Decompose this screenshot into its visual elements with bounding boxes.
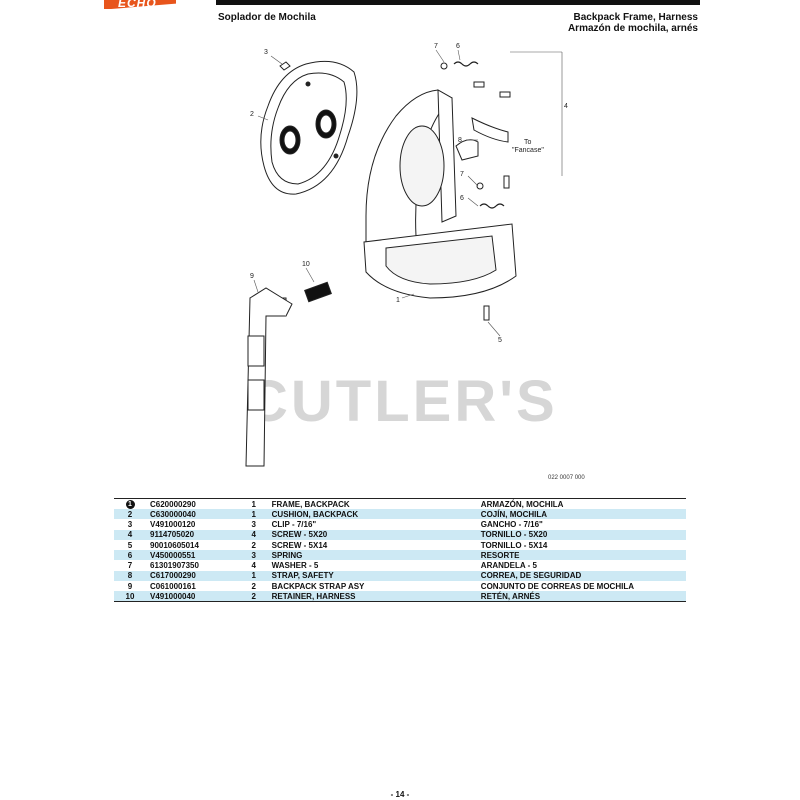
- callout-9: 9: [250, 273, 254, 280]
- ref-cell: 7: [127, 561, 133, 571]
- exploded-parts-diagram: 3 2 7 6 4 8 To "Fancase" 7 6 1 5 9 10: [245, 43, 568, 467]
- frame-illustration: [363, 89, 517, 299]
- cushion-illustration: [260, 60, 358, 195]
- callout-8: 8: [458, 137, 462, 144]
- description-es-cell: ARANDELA - 5: [480, 561, 537, 571]
- callout-6-bottom: 6: [460, 195, 464, 202]
- quantity-cell: 4: [251, 561, 256, 571]
- callout-labels: 3 2 7 6 4 8 To "Fancase" 7 6 1 5 9 10: [250, 43, 568, 344]
- description-es-cell: GANCHO - 7/16": [480, 519, 543, 529]
- header-bar: [216, 0, 700, 5]
- part-number-cell: V491000040: [146, 591, 240, 603]
- echo-logo: ECHO: [104, 0, 176, 9]
- title-right-line1: Backpack Frame, Harness: [573, 12, 698, 23]
- callout-6-top: 6: [456, 43, 460, 50]
- ref-cell: 9: [127, 581, 133, 591]
- description-en-cell: BACKPACK STRAP ASY: [271, 581, 365, 591]
- ref-cell: 3: [127, 519, 133, 529]
- to-fancase-line2: "Fancase": [512, 147, 544, 154]
- description-en-cell: FRAME, BACKPACK: [267, 498, 477, 509]
- table-row: 5 90010605014 2 SCREW - 5X14 TORNILLO - 5X14: [114, 540, 686, 550]
- description-en-cell: STRAP, SAFETY: [267, 570, 477, 582]
- ref-cell: 5: [127, 540, 133, 550]
- part-number-cell: 90010605014: [150, 540, 199, 550]
- ref-cell: 6: [114, 550, 146, 561]
- page-title-spanish: Soplador de Mochila: [218, 12, 316, 23]
- hardware-illustration: [440, 62, 511, 321]
- description-en-cell: SPRING: [267, 550, 477, 561]
- part-number-cell: C061000161: [150, 581, 196, 591]
- table-row: 9 C061000161 2 BACKPACK STRAP ASY CONJUNTO D…: [114, 581, 686, 591]
- description-es-cell: CONJUNTO DE CORREAS DE MOCHILA: [480, 581, 634, 591]
- quantity-cell: 3: [239, 550, 268, 561]
- description-en-cell: RETAINER, HARNESS: [267, 591, 477, 603]
- description-es-cell: TORNILLO - 5X14: [480, 540, 548, 550]
- description-es-cell: ARMAZÓN, MOCHILA: [476, 498, 686, 509]
- quantity-cell: 2: [251, 581, 256, 591]
- part-number-cell: V491000120: [150, 519, 196, 529]
- description-en-cell: CLIP - 7/16": [271, 519, 317, 529]
- description-en-cell: CUSHION, BACKPACK: [267, 509, 477, 520]
- callout-2: 2: [250, 111, 254, 118]
- page-number: - 14 -: [390, 790, 410, 799]
- quantity-cell: 2: [251, 540, 256, 550]
- harness-strap-illustration: [245, 287, 293, 467]
- description-en-cell: SCREW - 5X20: [267, 529, 477, 540]
- retainer-illustration: [304, 281, 332, 303]
- page-title-english: Backpack Frame, Harness Armazón de mochi…: [568, 12, 698, 34]
- ref-cell: 2: [114, 509, 146, 520]
- quantity-cell: 2: [239, 591, 268, 603]
- description-es-cell: COJÍN, MOCHILA: [476, 509, 686, 520]
- table-row: 3 V491000120 3 CLIP - 7/16" GANCHO - 7/16": [114, 519, 686, 529]
- ref-cell: 1: [114, 498, 146, 509]
- quantity-cell: 1: [239, 509, 268, 520]
- callout-7-bottom: 7: [460, 171, 464, 178]
- ref-badge: 1: [125, 500, 135, 509]
- part-number-cell: V450000551: [146, 550, 240, 561]
- description-es-cell: CORREA, DE SEGURIDAD: [476, 570, 686, 582]
- callout-7-top: 7: [434, 43, 438, 50]
- clip-illustration: [279, 61, 291, 71]
- part-number-cell: C630000040: [146, 509, 240, 520]
- quantity-cell: 3: [251, 519, 256, 529]
- to-fancase-line1: To: [524, 139, 532, 146]
- part-number-cell: 9114705020: [146, 529, 240, 540]
- callout-4: 4: [564, 103, 568, 110]
- part-number-cell: 61301907350: [150, 561, 199, 571]
- description-en-cell: WASHER - 5: [271, 561, 319, 571]
- ref-cell: 4: [114, 529, 146, 540]
- description-es-cell: RETÉN, ARNÉS: [476, 591, 686, 603]
- part-number-cell: C617000290: [146, 570, 240, 582]
- callout-5: 5: [498, 337, 502, 344]
- ref-cell: 10: [114, 591, 146, 603]
- quantity-cell: 1: [239, 498, 268, 509]
- quantity-cell: 4: [239, 529, 268, 540]
- safety-strap-illustration: [471, 117, 509, 143]
- title-right-line2: Armazón de mochila, arnés: [567, 23, 698, 34]
- callout-1: 1: [396, 297, 400, 304]
- part-number-cell: C620000290: [146, 498, 240, 509]
- spring-illustration: [453, 61, 505, 209]
- callout-10: 10: [302, 261, 310, 268]
- description-es-cell: RESORTE: [476, 550, 686, 561]
- table-row: 7 61301907350 4 WASHER - 5 ARANDELA - 5: [114, 560, 686, 570]
- callout-3: 3: [264, 49, 268, 56]
- ref-cell: 8: [114, 570, 146, 582]
- quantity-cell: 1: [239, 570, 268, 582]
- drawing-code: 022 0007 000: [548, 475, 585, 481]
- watermark: CUTLER'S: [246, 369, 558, 434]
- description-en-cell: SCREW - 5X14: [271, 540, 328, 550]
- description-es-cell: TORNILLO - 5X20: [476, 529, 686, 540]
